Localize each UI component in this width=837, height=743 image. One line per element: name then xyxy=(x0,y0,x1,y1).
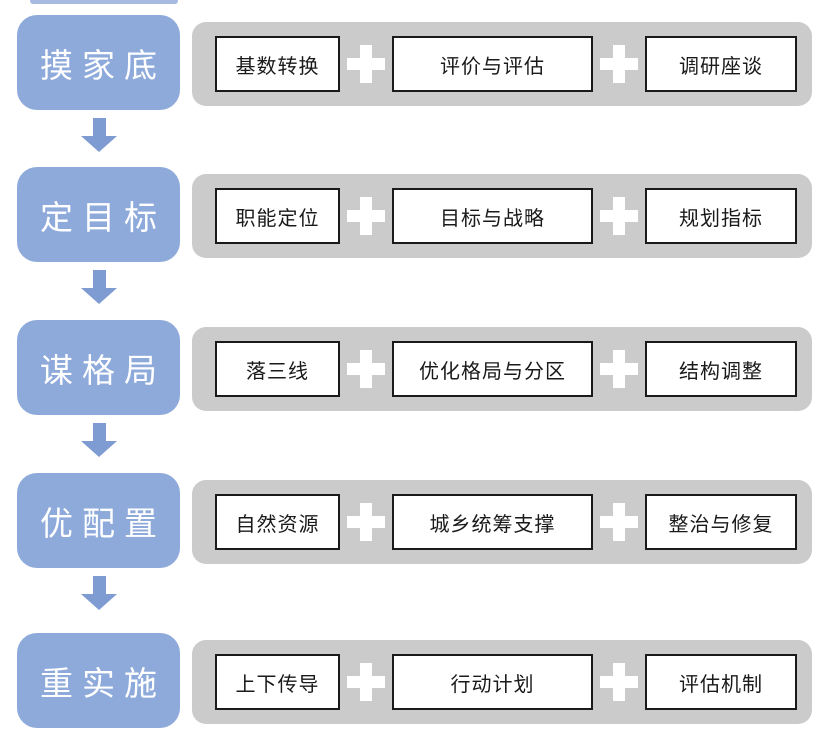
plus-wrap xyxy=(340,197,392,235)
plus-icon xyxy=(600,350,638,388)
down-arrow-icon xyxy=(81,423,117,457)
stage-box: 定目标 xyxy=(17,167,180,262)
plus-wrap xyxy=(593,663,645,701)
stage-label: 优配置 xyxy=(40,504,166,542)
plus-wrap xyxy=(593,197,645,235)
item-box: 规划指标 xyxy=(645,188,797,244)
item-box: 目标与战略 xyxy=(392,188,593,244)
item-box: 自然资源 xyxy=(215,494,340,550)
stage-box: 摸家底 xyxy=(17,15,180,110)
plus-icon xyxy=(600,663,638,701)
stage-label: 摸家底 xyxy=(40,46,166,84)
plus-wrap xyxy=(593,45,645,83)
plus-icon xyxy=(347,45,385,83)
item-box: 城乡统筹支撑 xyxy=(392,494,593,550)
plus-wrap xyxy=(340,350,392,388)
down-arrow-icon xyxy=(81,118,117,152)
arrow-stem xyxy=(92,423,106,441)
items-bar: 落三线 优化格局与分区 结构调整 xyxy=(192,327,812,411)
item-box: 基数转换 xyxy=(215,36,340,92)
plus-icon xyxy=(347,663,385,701)
process-row: 摸家底 基数转换 评价与评估 调研座谈 xyxy=(0,15,837,152)
plus-icon xyxy=(600,503,638,541)
stage-box: 优配置 xyxy=(17,473,180,568)
stage-box: 重实施 xyxy=(17,633,180,728)
arrow-stem xyxy=(92,576,106,594)
plus-wrap xyxy=(340,45,392,83)
arrow-stem xyxy=(92,118,106,136)
process-row: 重实施 上下传导 行动计划 评估机制 xyxy=(0,633,837,728)
items-bar: 基数转换 评价与评估 调研座谈 xyxy=(192,22,812,106)
item-box: 评价与评估 xyxy=(392,36,593,92)
cropped-shape-sliver xyxy=(30,0,178,4)
down-arrow-icon xyxy=(81,270,117,304)
stage-box: 谋格局 xyxy=(17,320,180,415)
item-box: 优化格局与分区 xyxy=(392,341,593,397)
item-box: 评估机制 xyxy=(645,654,797,710)
process-row: 定目标 职能定位 目标与战略 规划指标 xyxy=(0,167,837,304)
plus-icon xyxy=(600,45,638,83)
plus-wrap xyxy=(593,350,645,388)
item-box: 行动计划 xyxy=(392,654,593,710)
down-arrow-icon xyxy=(81,576,117,610)
arrow-head xyxy=(81,136,117,152)
plus-wrap xyxy=(340,663,392,701)
plus-icon xyxy=(347,197,385,235)
arrow-stem xyxy=(92,270,106,288)
plus-wrap xyxy=(340,503,392,541)
stage-label: 重实施 xyxy=(40,664,166,702)
stage-label: 谋格局 xyxy=(40,351,166,389)
item-box: 上下传导 xyxy=(215,654,340,710)
items-bar: 自然资源 城乡统筹支撑 整治与修复 xyxy=(192,480,812,564)
item-box: 结构调整 xyxy=(645,341,797,397)
stage-label: 定目标 xyxy=(40,198,166,236)
plus-icon xyxy=(347,503,385,541)
item-box: 整治与修复 xyxy=(645,494,797,550)
item-box: 落三线 xyxy=(215,341,340,397)
item-box: 调研座谈 xyxy=(645,36,797,92)
plus-icon xyxy=(600,197,638,235)
items-bar: 上下传导 行动计划 评估机制 xyxy=(192,640,812,724)
process-row: 谋格局 落三线 优化格局与分区 结构调整 xyxy=(0,320,837,457)
item-box: 职能定位 xyxy=(215,188,340,244)
arrow-head xyxy=(81,288,117,304)
process-row: 优配置 自然资源 城乡统筹支撑 整治与修复 xyxy=(0,473,837,610)
plus-wrap xyxy=(593,503,645,541)
arrow-head xyxy=(81,594,117,610)
items-bar: 职能定位 目标与战略 规划指标 xyxy=(192,174,812,258)
arrow-head xyxy=(81,441,117,457)
plus-icon xyxy=(347,350,385,388)
